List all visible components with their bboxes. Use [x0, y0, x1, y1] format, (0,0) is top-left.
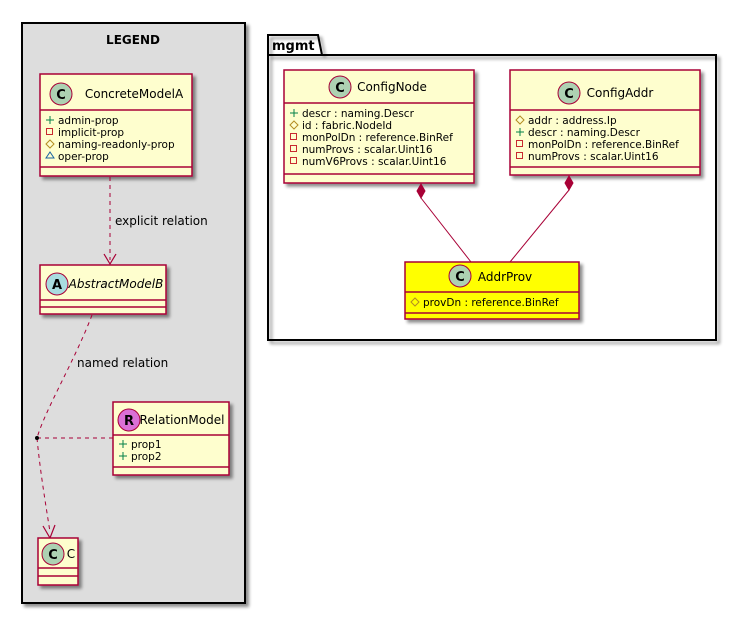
visibility-protected-icon [515, 115, 525, 125]
class-stereotype-icon [41, 542, 65, 566]
visibility-private-icon [516, 140, 523, 147]
class-box [283, 69, 475, 184]
class-config-addr[interactable]: C ConfigAddr addr : address.Ip descr : n… [509, 69, 701, 176]
class-abstract-model-b[interactable]: A AbstractModelB [39, 264, 167, 315]
prop: provDn : reference.BinRef [423, 297, 559, 309]
visibility-private-icon [516, 152, 523, 159]
stereotype-letter: A [52, 278, 62, 293]
visibility-public-icon [516, 128, 524, 136]
visibility-protected-icon [45, 139, 55, 149]
prop: descr : naming.Descr [528, 127, 641, 139]
prop: numV6Provs : scalar.Uint16 [302, 156, 447, 168]
composition-diamond [416, 182, 426, 200]
class-addr-prov[interactable]: C AddrProv provDn : reference.BinRef [404, 261, 580, 320]
class-name: RelationModel [140, 413, 225, 427]
stereotype-letter: C [48, 548, 58, 563]
package-mgmt: mgmt [267, 34, 717, 341]
prop: numProvs : scalar.Uint16 [302, 144, 433, 156]
class-stereotype-icon [448, 264, 472, 288]
class-name: AddrProv [478, 270, 532, 284]
class-stereotype-icon [328, 75, 352, 99]
class-box [404, 261, 580, 320]
abstract-stereotype-icon [45, 272, 69, 296]
class-box [509, 69, 701, 176]
visibility-public-icon [290, 109, 298, 117]
prop: addr : address.Ip [528, 115, 617, 127]
class-c[interactable]: C C [37, 537, 79, 586]
prop: prop1 [131, 439, 162, 451]
prop: numProvs : scalar.Uint16 [528, 151, 659, 163]
prop: oper-prop [58, 151, 109, 163]
visibility-public-icon [46, 116, 54, 124]
prop: monPolDn : reference.BinRef [528, 139, 679, 151]
visibility-public-icon [119, 440, 127, 448]
class-config-node[interactable]: C ConfigNode descr : naming.Descr id : f… [283, 69, 475, 184]
relation-line [420, 197, 472, 263]
relation-line [36, 314, 93, 439]
prop: monPolDn : reference.BinRef [302, 132, 453, 144]
visibility-private-icon [290, 133, 297, 140]
prop: admin-prop [58, 115, 119, 127]
visibility-private-icon [290, 157, 297, 164]
class-name: ConcreteModelA [85, 87, 184, 101]
composition-diamond [564, 174, 574, 192]
class-name: ConfigNode [357, 80, 427, 94]
association-point [35, 436, 39, 440]
visibility-protected-icon [289, 120, 299, 130]
explicit-relation-label: explicit relation [115, 214, 208, 228]
class-name: AbstractModelB [68, 277, 164, 291]
stereotype-letter: C [455, 270, 465, 285]
prop: implicit-prop [58, 127, 124, 139]
relation-stereotype-icon [117, 408, 141, 432]
relation-line [509, 189, 570, 263]
visibility-protected-icon [410, 297, 420, 307]
visibility-private-icon [46, 128, 53, 135]
prop: prop2 [131, 451, 162, 463]
prop: id : fabric.NodeId [302, 120, 392, 132]
stereotype-letter: C [56, 88, 66, 103]
class-concrete-model-a[interactable]: C ConcreteModelA admin-prop implicit-pro… [39, 73, 193, 177]
class-stereotype-icon [49, 82, 73, 106]
class-stereotype-icon [557, 81, 581, 105]
prop: descr : naming.Descr [302, 108, 415, 120]
arrowhead [103, 253, 117, 266]
visibility-private-icon [290, 145, 297, 152]
relation-line [36, 437, 51, 533]
stereotype-letter: C [335, 81, 345, 96]
visibility-package-icon [45, 151, 55, 159]
class-name: C [67, 547, 75, 561]
class-relation-model[interactable]: R RelationModel prop1 prop2 [112, 401, 230, 476]
package-frame [267, 34, 717, 341]
legend-title: LEGEND [106, 33, 160, 47]
stereotype-letter: C [564, 87, 574, 102]
composition-config-addr-addr-prov [509, 174, 574, 263]
prop: naming-readonly-prop [58, 139, 175, 151]
package-name: mgmt [272, 39, 315, 54]
composition-config-node-addr-prov [416, 182, 472, 263]
stereotype-letter: R [124, 414, 134, 429]
visibility-public-icon [119, 452, 127, 460]
class-name: ConfigAddr [587, 86, 654, 100]
named-relation-label: named relation [77, 356, 168, 370]
explicit-relation: explicit relation [103, 177, 208, 266]
